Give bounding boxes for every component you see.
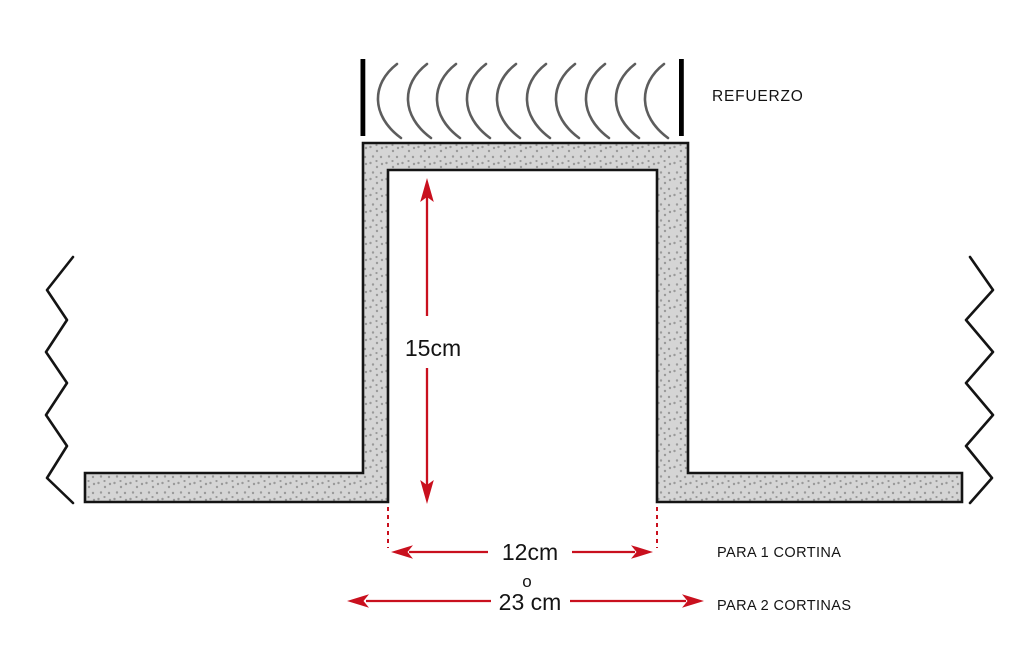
spring-coil: [465, 62, 492, 140]
width-dimension-double: 23 cm: [347, 589, 704, 615]
spring-coil: [584, 62, 611, 140]
spring-coil: [554, 62, 581, 140]
ceiling-structure-section: [83, 141, 964, 504]
reinforcement-bar-left: [360, 59, 366, 136]
arrowhead-down-icon: [420, 480, 434, 504]
or-label: o: [522, 572, 531, 591]
arrowhead-right-icon: [631, 545, 653, 559]
break-line-left: [44, 255, 75, 505]
reinforcement-symbol: [360, 59, 684, 140]
reinforcement-label: REFUERZO: [712, 88, 804, 105]
two-curtains-label: PARA 2 CORTINAS: [717, 598, 851, 614]
spring-coil: [376, 62, 403, 140]
reinforcement-bar-right: [679, 59, 684, 136]
spring-coil: [406, 62, 433, 140]
spring-coil: [614, 62, 641, 140]
spring-coil: [495, 62, 522, 140]
single-width-label: 12cm: [502, 539, 558, 565]
double-width-label: 23 cm: [499, 589, 562, 615]
width-dimension-single: 12cm: [391, 539, 653, 565]
spring-coil: [435, 62, 462, 140]
break-line-right: [964, 255, 995, 505]
arrowhead-left-icon: [347, 594, 369, 608]
depth-label: 15cm: [405, 335, 461, 361]
spring-coil: [643, 62, 670, 140]
one-curtain-label: PARA 1 CORTINA: [717, 545, 841, 561]
spring-coil: [525, 62, 552, 140]
arrowhead-left-icon: [391, 545, 413, 559]
arrowhead-up-icon: [420, 178, 434, 202]
arrowhead-right-icon: [682, 594, 704, 608]
depth-dimension: 15cm: [405, 178, 461, 504]
